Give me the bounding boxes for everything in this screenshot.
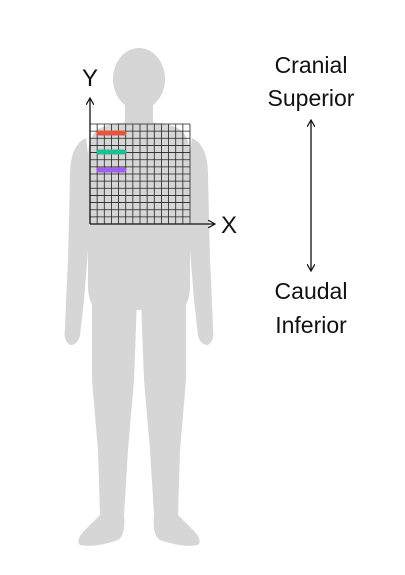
y-axis-label: Y <box>82 65 98 92</box>
axes: Y X <box>82 65 237 239</box>
inferior-label: Inferior <box>275 312 347 338</box>
x-axis-label: X <box>221 212 237 239</box>
cranial-label: Cranial <box>275 52 348 78</box>
superior-label: Superior <box>268 85 355 111</box>
left-arm <box>64 138 90 345</box>
caudal-label: Caudal <box>275 278 348 304</box>
right-leg <box>141 300 200 546</box>
left-leg <box>78 300 137 546</box>
marker-group <box>96 130 127 173</box>
direction-indicator: Cranial Superior Caudal Inferior <box>268 52 355 338</box>
right-arm <box>188 138 214 345</box>
head <box>113 48 165 110</box>
body-silhouette <box>64 48 214 546</box>
